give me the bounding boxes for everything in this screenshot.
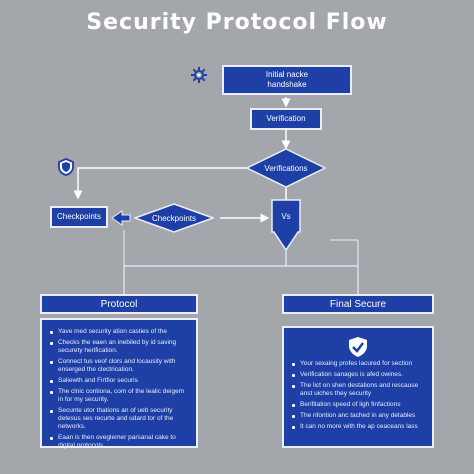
shield-check-icon [349, 337, 367, 357]
final-item: Berifitation speed of ligh finfactions [290, 401, 426, 409]
protocol-panel: Yave med security ation casties of the C… [40, 318, 198, 450]
protocol-item: Connect tus veof clors and locausity wit… [48, 358, 190, 374]
initial-handshake-label: Initial nacke handshake [265, 70, 309, 89]
protocol-item: Yave med security ation casties of the [48, 328, 190, 336]
shield-icon [58, 158, 74, 176]
protocol-item: Checks the eaen an inebiled by id saving… [48, 339, 190, 355]
final-item: Verification sanages is afed owines. [290, 371, 426, 379]
checkpoints-box: Checkpoints [50, 206, 108, 228]
protocol-item: Secunte utor thations an of ueb security… [48, 407, 190, 431]
final-secure-header-label: Final Secure [329, 298, 387, 310]
final-item: Your sexaing profes lacured for section [290, 360, 426, 368]
protocol-item: Saliewth and Firtfior securis [48, 377, 190, 385]
verifications-diamond: Verifications [246, 148, 326, 188]
protocol-item: Eaan is then oveglemer parsanal cake to … [48, 434, 190, 450]
verifications-label: Verifications [264, 163, 308, 173]
final-secure-list: Your sexaing profes lacured for section … [290, 360, 426, 431]
final-secure-header: Final Secure [282, 294, 434, 314]
block-arrow-vs [271, 199, 301, 252]
protocol-header: Protocol [40, 294, 198, 314]
protocol-item: The clnic contiona, com of the lealic de… [48, 388, 190, 404]
verification-box: Verification [250, 108, 322, 130]
left-arrow-icon [111, 210, 131, 226]
initial-handshake-box: Initial nacke handshake [222, 65, 352, 95]
line-verifications-to-checkpoints [73, 167, 248, 200]
checkpoints-diamond: Checkpoints [134, 203, 214, 233]
final-item: It can no more with the ap ceaceans lass [290, 423, 426, 431]
verification-label: Verification [266, 114, 306, 123]
final-secure-panel: Your sexaing profes lacured for section … [282, 326, 434, 448]
protocol-header-label: Protocol [100, 298, 138, 310]
vs-label: Vs [281, 212, 291, 221]
final-item: The nfontion anc tached in any detables [290, 412, 426, 420]
protocol-list: Yave med security ation casties of the C… [48, 328, 190, 450]
final-item: The lict on shen destations and rescause… [290, 382, 426, 398]
diagram-title: Security Protocol Flow [86, 10, 388, 35]
checkpoints-box-label: Checkpoints [56, 212, 102, 221]
checkpoints-diamond-label: Checkpoints [151, 213, 197, 223]
gear-icon [191, 67, 207, 83]
